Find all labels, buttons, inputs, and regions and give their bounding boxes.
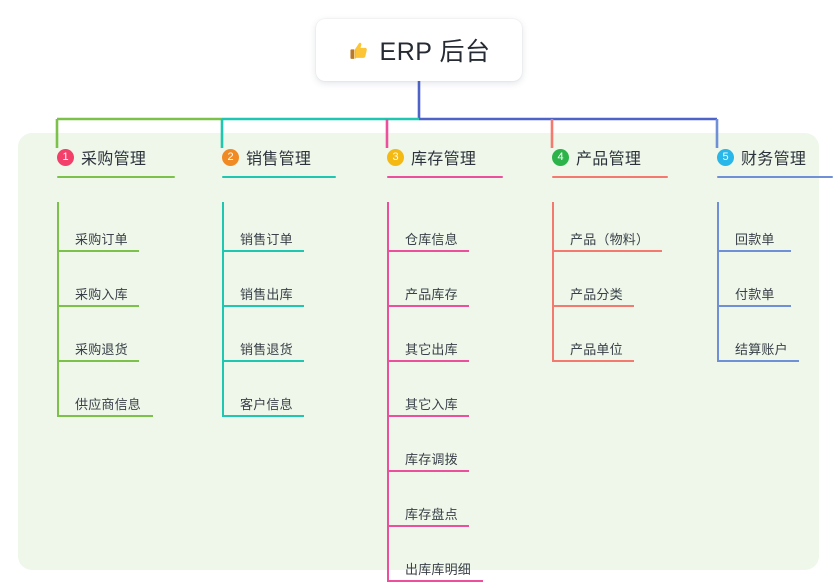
leaf-item[interactable]: 产品库存: [405, 287, 458, 302]
thumbs-up-icon: [350, 42, 367, 59]
leaf-item[interactable]: 供应商信息: [75, 397, 142, 412]
branch-title: 采购管理: [81, 151, 147, 168]
leaf-item[interactable]: 其它入库: [405, 397, 458, 412]
branch-badge-icon: 3: [387, 148, 404, 166]
leaf-underline: [387, 415, 469, 417]
leaf-item[interactable]: 销售订单: [240, 232, 293, 247]
leaf-underline: [552, 360, 634, 362]
leaf-item[interactable]: 采购退货: [75, 342, 128, 357]
branch-column-5: 5 财务管理回款单付款单结算账户: [696, 144, 833, 362]
branch-badge-icon: 4: [552, 148, 569, 166]
leaf-connector: [57, 305, 59, 360]
leaf-item[interactable]: 回款单: [735, 232, 775, 247]
branch-column-3: 3 库存管理仓库信息产品库存其它出库其它入库库存调拨库存盘点出库库明细: [366, 144, 503, 582]
root-title: ERP 后台: [379, 38, 491, 66]
branch-column-1: 1 采购管理采购订单采购入库采购退货供应商信息: [36, 144, 175, 417]
leaf-underline: [57, 250, 139, 252]
leaf-connector: [222, 360, 224, 415]
branch-header-3[interactable]: 3 库存管理: [366, 144, 476, 170]
leaf-item[interactable]: 采购入库: [75, 287, 128, 302]
branch-title: 产品管理: [576, 151, 642, 168]
leaf-underline: [717, 360, 799, 362]
leaf-underline: [57, 305, 139, 307]
leaf-underline: [222, 250, 304, 252]
leaf-item[interactable]: 库存盘点: [405, 507, 458, 522]
leaf-underline: [387, 305, 469, 307]
leaf-underline: [387, 470, 469, 472]
leaf-item[interactable]: 出库库明细: [405, 562, 472, 577]
branch-column-2: 2 销售管理销售订单销售出库销售退货客户信息: [201, 144, 336, 417]
branch-underline: [222, 176, 336, 178]
branch-underline: [57, 176, 175, 178]
leaf-underline: [387, 525, 469, 527]
leaf-connector: [387, 250, 389, 305]
leaf-connector: [387, 202, 389, 250]
leaf-connector: [57, 360, 59, 415]
leaf-connector: [552, 250, 554, 305]
leaf-connector: [387, 360, 389, 415]
leaf-item[interactable]: 产品（物料）: [570, 232, 650, 247]
branch-underline: [717, 176, 833, 178]
branch-underline: [552, 176, 668, 178]
branch-badge-icon: 2: [222, 148, 239, 166]
branch-title: 库存管理: [411, 151, 477, 168]
branch-underline: [387, 176, 503, 178]
leaf-connector: [387, 415, 389, 470]
leaf-connector: [717, 202, 719, 250]
branch-badge-icon: 5: [717, 148, 734, 166]
leaf-connector: [717, 305, 719, 360]
leaf-underline: [57, 360, 139, 362]
branch-header-4[interactable]: 4 产品管理: [531, 144, 641, 170]
leaf-underline: [222, 415, 304, 417]
leaf-item[interactable]: 仓库信息: [405, 232, 458, 247]
leaf-connector: [552, 305, 554, 360]
branch-title: 销售管理: [246, 151, 312, 168]
leaf-underline: [387, 580, 483, 582]
leaf-underline: [222, 360, 304, 362]
root-node[interactable]: ERP 后台: [316, 19, 522, 81]
leaf-underline: [222, 305, 304, 307]
leaf-connector: [57, 250, 59, 305]
leaf-connector: [717, 250, 719, 305]
leaf-underline: [387, 360, 469, 362]
leaf-item[interactable]: 采购订单: [75, 232, 128, 247]
leaf-underline: [387, 250, 469, 252]
leaf-item[interactable]: 库存调拨: [405, 452, 458, 467]
branch-column-4: 4 产品管理产品（物料） 产品分类产品单位: [531, 144, 668, 362]
leaf-item[interactable]: 其它出库: [405, 342, 458, 357]
leaf-connector: [387, 470, 389, 525]
leaf-item[interactable]: 结算账户: [735, 342, 788, 357]
branch-title: 财务管理: [741, 151, 807, 168]
leaf-underline: [717, 250, 791, 252]
branch-header-1[interactable]: 1 采购管理: [36, 144, 146, 170]
leaf-connector: [222, 305, 224, 360]
leaf-connector: [222, 250, 224, 305]
leaf-connector: [57, 202, 59, 250]
leaf-connector: [222, 202, 224, 250]
leaf-item[interactable]: 销售出库: [240, 287, 293, 302]
leaf-item[interactable]: 付款单: [735, 287, 775, 302]
leaf-underline: [552, 250, 662, 252]
leaf-connector: [387, 525, 389, 580]
leaf-item[interactable]: 销售退货: [240, 342, 293, 357]
leaf-underline: [717, 305, 791, 307]
branch-badge-icon: 1: [57, 148, 74, 166]
leaf-underline: [57, 415, 153, 417]
leaf-connector: [552, 202, 554, 250]
branch-header-2[interactable]: 2 销售管理: [201, 144, 311, 170]
leaf-item[interactable]: 产品分类: [570, 287, 623, 302]
leaf-item[interactable]: 产品单位: [570, 342, 623, 357]
branch-header-5[interactable]: 5 财务管理: [696, 144, 806, 170]
leaf-item[interactable]: 客户信息: [240, 397, 293, 412]
leaf-underline: [552, 305, 634, 307]
branch-panel: [18, 133, 819, 570]
leaf-connector: [387, 305, 389, 360]
